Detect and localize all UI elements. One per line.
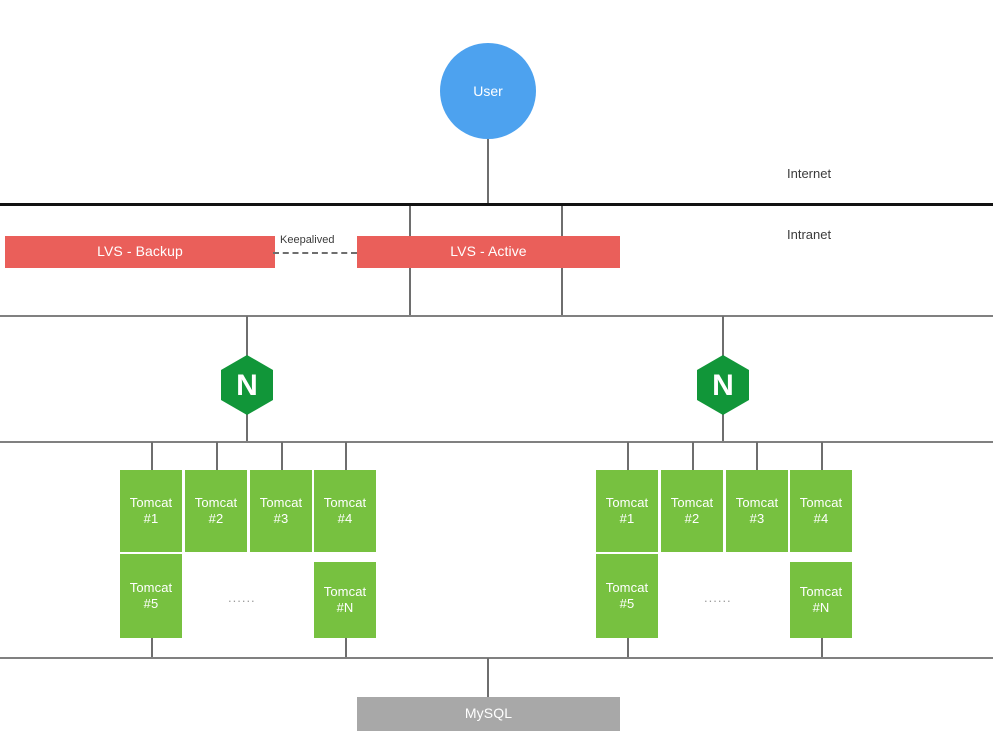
tomcat-label: Tomcat #5	[129, 580, 173, 611]
node-mysql[interactable]: MySQL	[357, 697, 620, 731]
tomcat-label: Tomcat #1	[605, 495, 649, 526]
tomcat-ellipsis-right: ......	[704, 590, 732, 605]
node-tomcat-right-1[interactable]: Tomcat #1	[596, 470, 658, 552]
boundary-internet-intranet	[0, 203, 993, 206]
edge-keepalived-dashed	[273, 252, 357, 254]
edge-tomcat-left-5-to-db-bus	[151, 638, 153, 658]
edge-bus-to-tomcat-r3	[756, 442, 758, 470]
node-tomcat-left-n[interactable]: Tomcat #N	[314, 562, 376, 638]
tomcat-label: Tomcat #3	[735, 495, 779, 526]
nginx-icon: N	[697, 355, 749, 415]
tomcat-ellipsis-left: ......	[228, 590, 256, 605]
node-tomcat-left-1[interactable]: Tomcat #1	[120, 470, 182, 552]
edge-bus-to-nginx-right-top	[722, 316, 724, 358]
node-lvs-backup[interactable]: LVS - Backup	[5, 236, 275, 268]
tomcat-label: Tomcat #5	[605, 580, 649, 611]
edge-bus-to-nginx-left-top	[246, 316, 248, 358]
node-nginx-right[interactable]: N	[695, 354, 751, 416]
tomcat-label: Tomcat #4	[323, 495, 367, 526]
edge-tomcat-left-n-to-db-bus	[345, 638, 347, 658]
label-keepalived: Keepalived	[280, 234, 335, 246]
edge-bus-to-tomcat-l4	[345, 442, 347, 470]
node-tomcat-left-2[interactable]: Tomcat #2	[185, 470, 247, 552]
tomcat-label: Tomcat #N	[799, 584, 843, 615]
lvs-backup-label: LVS - Backup	[97, 243, 183, 260]
label-internet: Internet	[787, 166, 832, 181]
tomcat-label: Tomcat #4	[799, 495, 843, 526]
node-tomcat-right-n[interactable]: Tomcat #N	[790, 562, 852, 638]
edge-bus-to-tomcat-r2	[692, 442, 694, 470]
node-tomcat-left-4[interactable]: Tomcat #4	[314, 470, 376, 552]
edge-tomcat-right-n-to-db-bus	[821, 638, 823, 658]
edge-bus-to-tomcat-l3	[281, 442, 283, 470]
edge-user-to-boundary	[487, 139, 489, 205]
label-intranet: Intranet	[787, 227, 832, 242]
node-user[interactable]: User	[440, 43, 536, 139]
tomcat-label: Tomcat #N	[323, 584, 367, 615]
nginx-glyph-right: N	[712, 369, 734, 402]
edge-bus-to-tomcat-r1	[627, 442, 629, 470]
tomcat-label: Tomcat #2	[670, 495, 714, 526]
node-tomcat-left-3[interactable]: Tomcat #3	[250, 470, 312, 552]
node-tomcat-right-3[interactable]: Tomcat #3	[726, 470, 788, 552]
nginx-glyph-left: N	[236, 369, 258, 402]
tomcat-label: Tomcat #2	[194, 495, 238, 526]
edge-bus-to-tomcat-l2	[216, 442, 218, 470]
edge-nginx-right-to-bus-bottom	[722, 410, 724, 442]
lvs-active-label: LVS - Active	[450, 243, 527, 260]
node-nginx-left[interactable]: N	[219, 354, 275, 416]
node-tomcat-right-4[interactable]: Tomcat #4	[790, 470, 852, 552]
bus-nginx-to-tomcat	[0, 441, 993, 443]
bus-tomcat-to-mysql	[0, 657, 993, 659]
mysql-label: MySQL	[464, 705, 513, 722]
node-tomcat-right-2[interactable]: Tomcat #2	[661, 470, 723, 552]
tomcat-label: Tomcat #3	[259, 495, 303, 526]
edge-nginx-left-to-bus-bottom	[246, 410, 248, 442]
edge-db-bus-to-mysql	[487, 658, 489, 698]
node-lvs-active[interactable]: LVS - Active	[357, 236, 620, 268]
bus-lvs-to-nginx	[0, 315, 993, 317]
node-tomcat-left-5[interactable]: Tomcat #5	[120, 554, 182, 638]
user-label: User	[473, 83, 503, 99]
node-tomcat-right-5[interactable]: Tomcat #5	[596, 554, 658, 638]
tomcat-label: Tomcat #1	[129, 495, 173, 526]
nginx-icon: N	[221, 355, 273, 415]
edge-tomcat-right-5-to-db-bus	[627, 638, 629, 658]
edge-bus-to-tomcat-r4	[821, 442, 823, 470]
edge-bus-to-tomcat-l1	[151, 442, 153, 470]
